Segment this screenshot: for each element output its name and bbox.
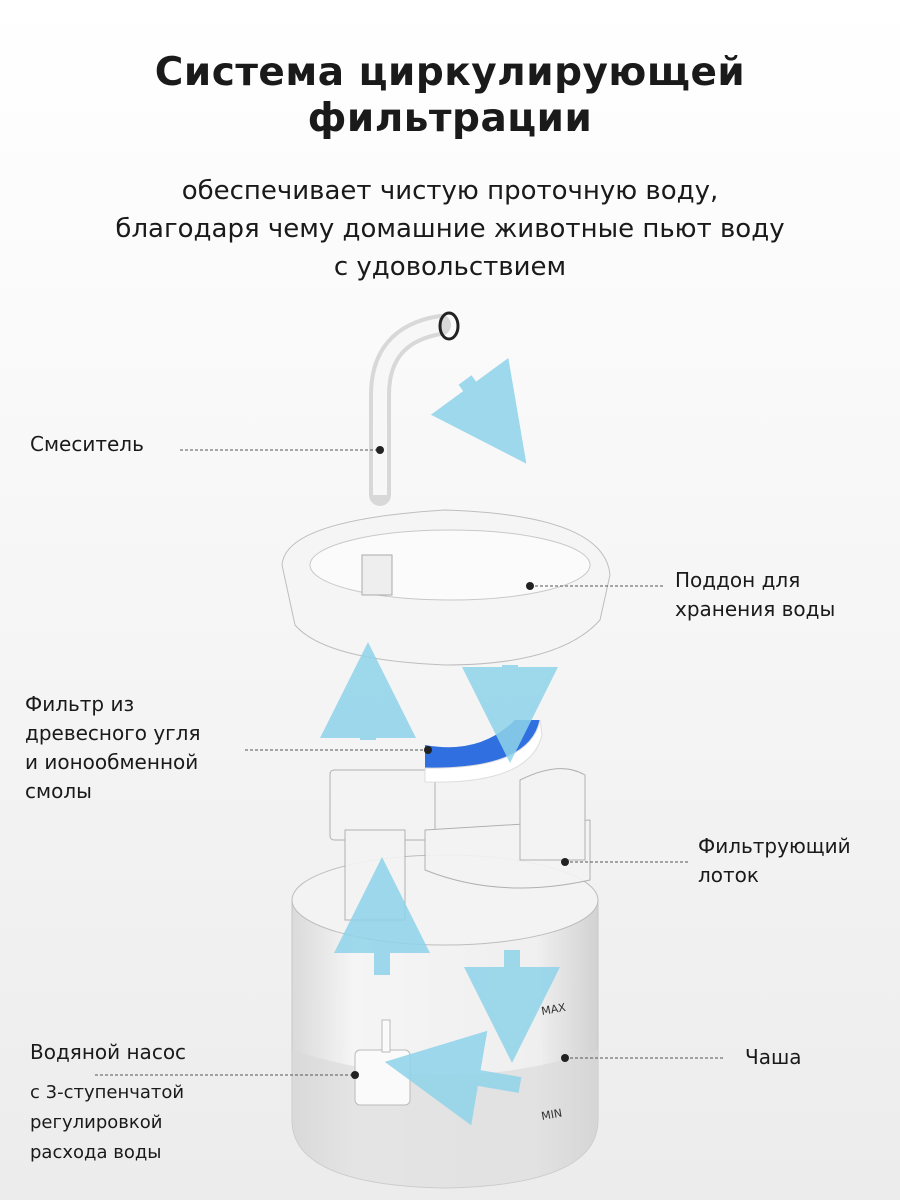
label-pump: Водяной насос — [30, 1040, 187, 1064]
leader-lines — [95, 449, 725, 1076]
label-bowl: Чаша — [745, 1045, 802, 1069]
bowl — [291, 854, 599, 1189]
min-marking: MIN — [540, 1107, 563, 1123]
water-tray — [281, 509, 611, 666]
flow-arrows — [320, 357, 560, 1126]
label-faucet: Смеситель — [30, 432, 144, 456]
subtitle: обеспечивает чистую проточную воду,благо… — [115, 176, 785, 282]
